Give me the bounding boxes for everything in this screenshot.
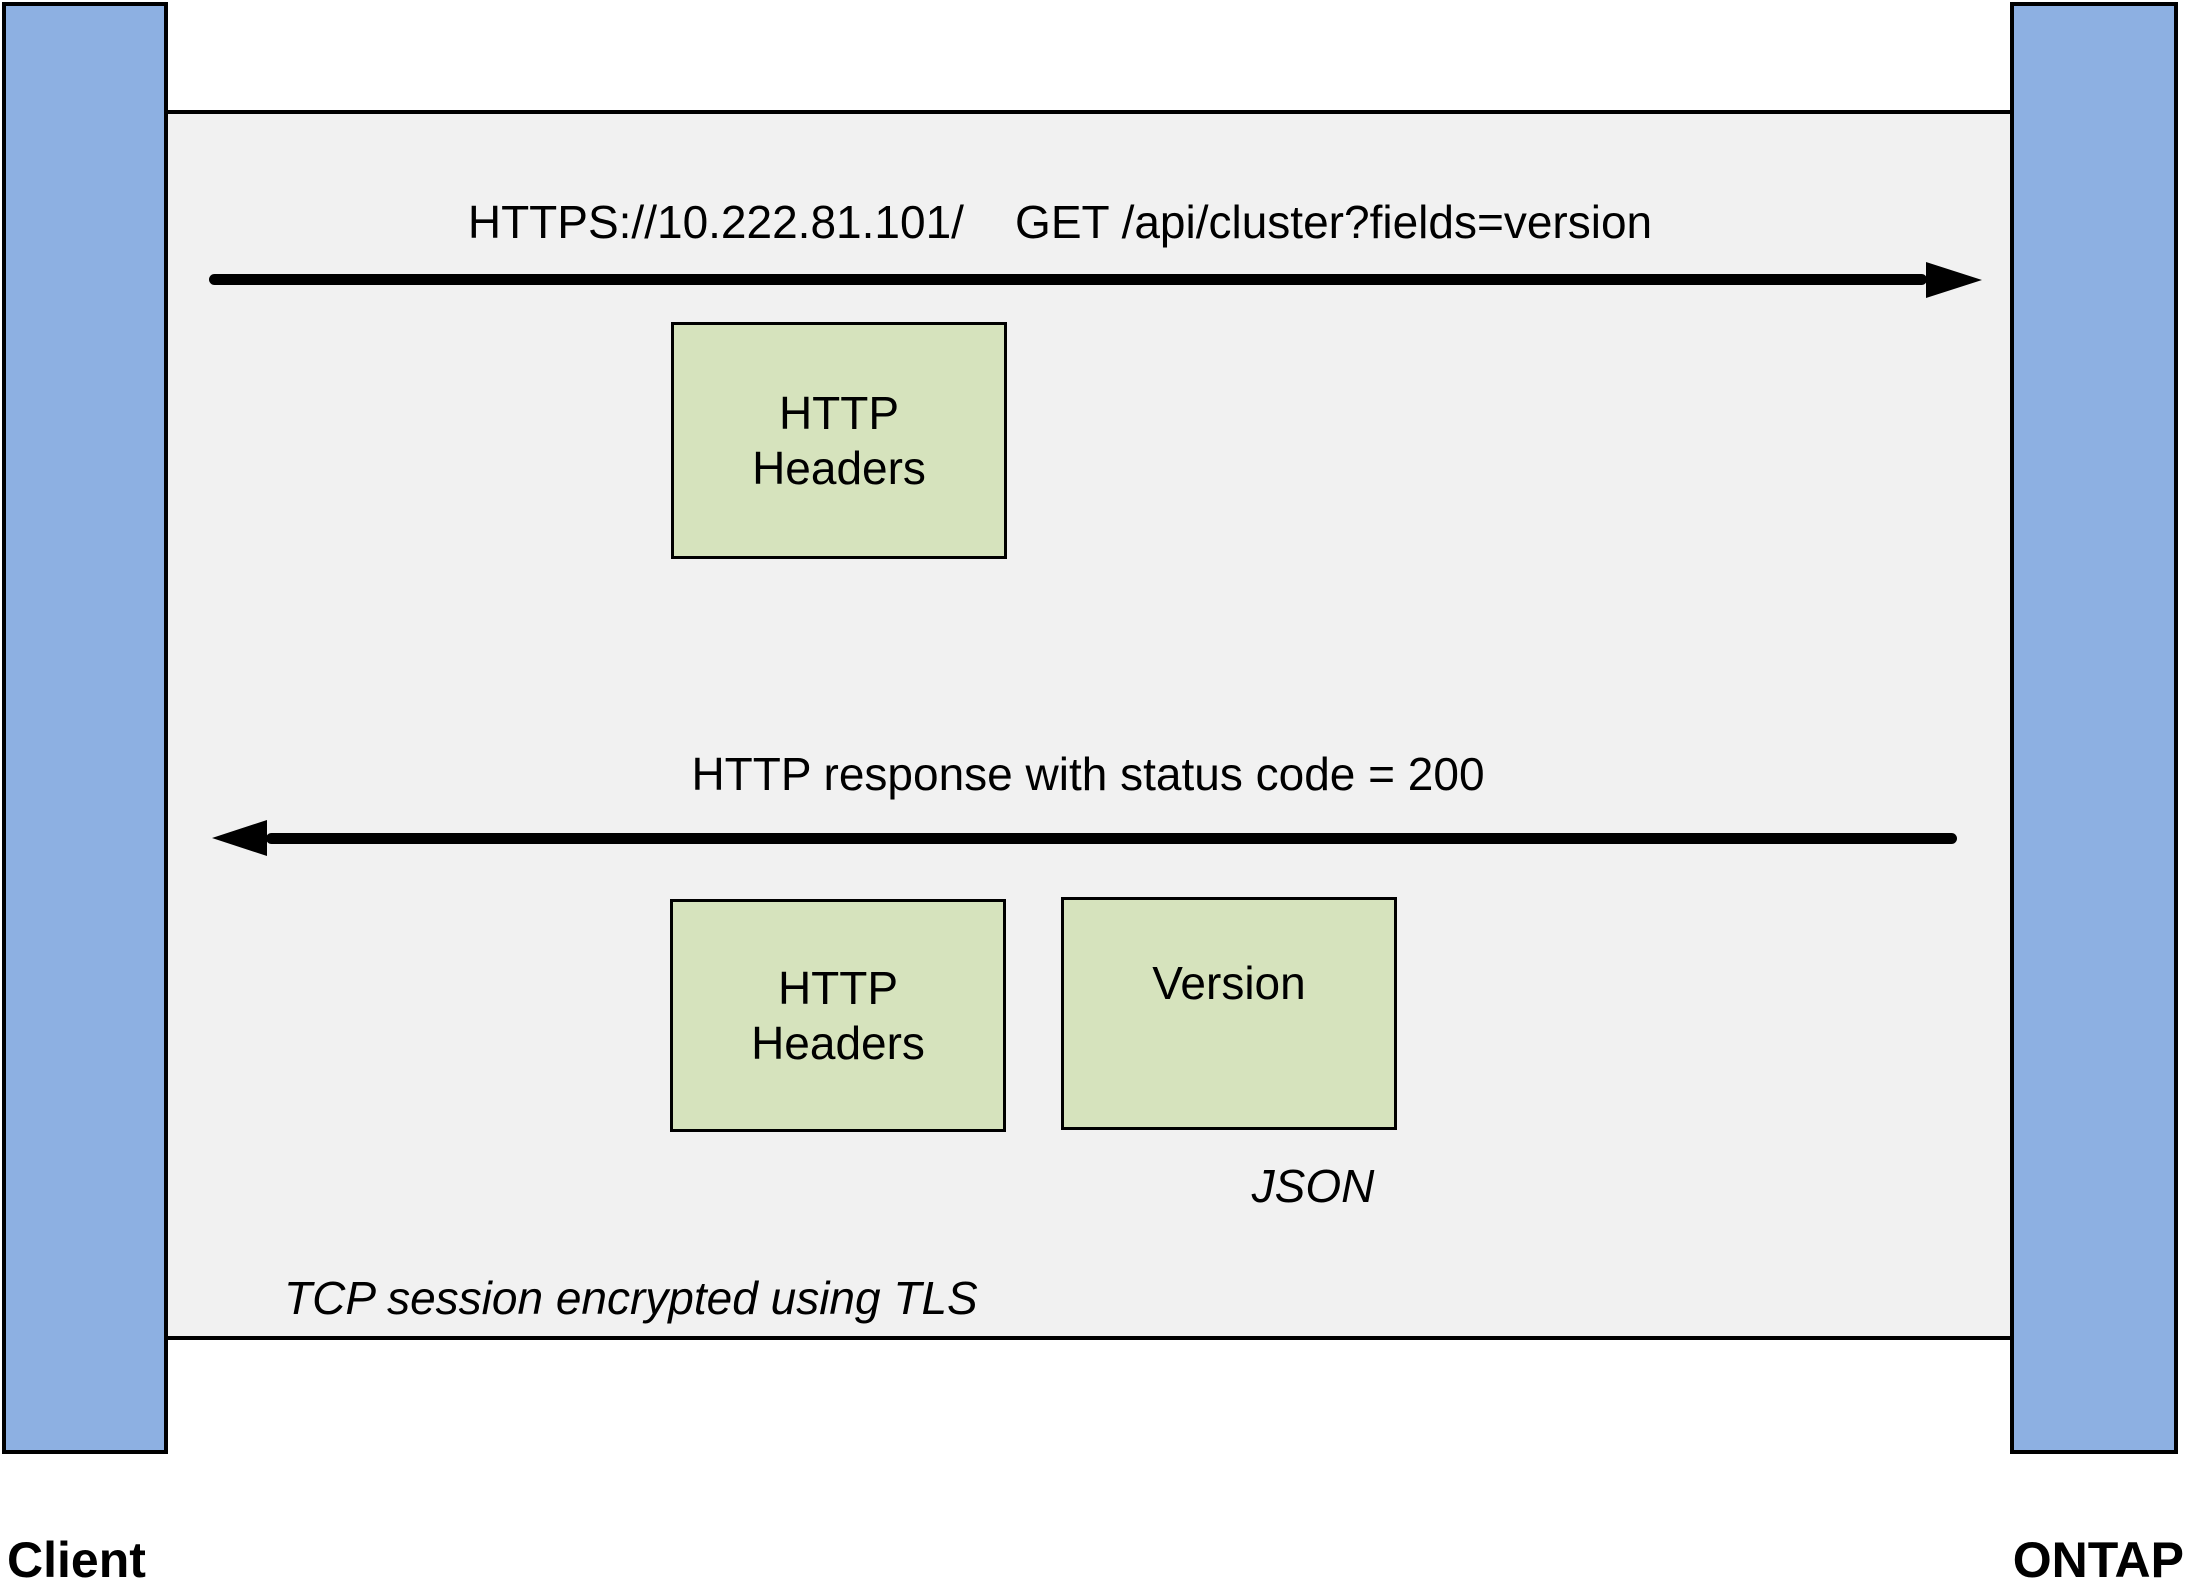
arrowhead-left-icon bbox=[212, 820, 267, 856]
response-http-headers-box: HTTP Headers bbox=[670, 899, 1006, 1132]
request-arrow-line bbox=[209, 274, 1927, 285]
client-endpoint-label: Client bbox=[7, 1532, 146, 1588]
client-lifeline bbox=[2, 2, 168, 1454]
arrowhead-right-icon bbox=[1926, 262, 1982, 298]
response-arrow-line bbox=[266, 833, 1957, 844]
json-format-note: JSON bbox=[1251, 1160, 1375, 1212]
ontap-endpoint-label: ONTAP bbox=[2012, 1532, 2184, 1588]
request-message-label: HTTPS://10.222.81.101/ GET /api/cluster?… bbox=[467, 196, 1653, 248]
response-version-box: Version bbox=[1061, 897, 1397, 1130]
ontap-lifeline bbox=[2010, 2, 2178, 1454]
tls-session-box bbox=[162, 110, 2016, 1340]
tls-session-note: TCP session encrypted using TLS bbox=[284, 1272, 978, 1324]
request-http-headers-box: HTTP Headers bbox=[671, 322, 1007, 559]
response-message-label: HTTP response with status code = 200 bbox=[691, 748, 1485, 800]
